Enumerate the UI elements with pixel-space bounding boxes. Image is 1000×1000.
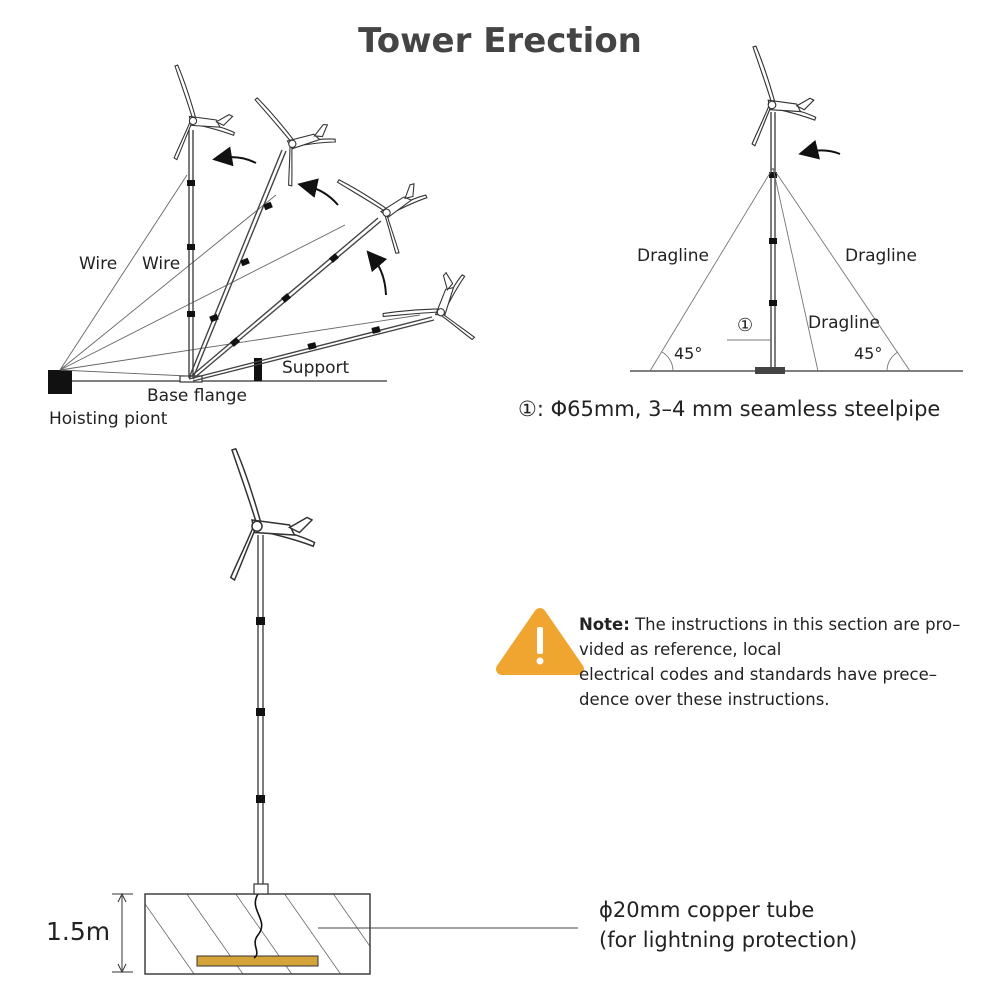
copper-tube-line-2: (for lightning protection) xyxy=(599,928,858,952)
copper-tube-label: ϕ20mm copper tube (for lightning protect… xyxy=(599,895,857,955)
wires xyxy=(59,174,421,377)
note-line-1: The instructions in this section are pro… xyxy=(629,615,961,634)
wire-label-1: Wire xyxy=(79,254,117,274)
warning-icon xyxy=(496,608,584,675)
support-label: Support xyxy=(282,358,350,378)
turbine-tilt-3 xyxy=(381,258,489,341)
pole-joints xyxy=(187,180,381,350)
installed-tower-diagram xyxy=(112,448,578,975)
note-text: Note: The instructions in this section a… xyxy=(579,612,979,712)
angle-right-label: 45° xyxy=(854,344,882,363)
pole-joints-bottom xyxy=(256,617,265,803)
support-post xyxy=(254,358,262,381)
turbine-tilt-2 xyxy=(335,142,444,256)
dragline-left-label: Dragline xyxy=(637,246,709,266)
dragline-diagram: Dragline Dragline Dragline 45° 45° ① xyxy=(630,45,963,374)
wire-label-2: Wire xyxy=(142,254,180,274)
base-flange-label: Base flange xyxy=(147,386,247,406)
copper-tube-line-1: ϕ20mm copper tube xyxy=(599,898,815,922)
steel-pipe-spec: ①: Φ65mm, 3–4 mm seamless steelpipe xyxy=(518,397,941,421)
dragline-inner-label: Dragline xyxy=(808,313,880,333)
note-line-2: vided as reference, local xyxy=(579,640,782,659)
base-plate xyxy=(755,367,785,374)
pipe-marker: ① xyxy=(737,315,753,336)
note-line-4: dence over these instructions. xyxy=(579,690,830,709)
turbine-installed xyxy=(230,448,316,581)
draglines xyxy=(649,167,911,372)
hoisting-diagram: Wire Wire Support Base flange Hoisting p… xyxy=(48,64,489,429)
turbine-upright xyxy=(751,45,817,147)
pole-joints-right xyxy=(769,172,777,306)
angle-left-label: 45° xyxy=(674,344,702,363)
note-line-3: electrical codes and standards have prec… xyxy=(579,665,938,684)
depth-dimension xyxy=(112,892,133,974)
ground-wire xyxy=(253,893,263,959)
turbine-vertical xyxy=(173,64,235,161)
rotation-arrow-right xyxy=(798,139,841,160)
hoisting-point-label: Hoisting piont xyxy=(49,409,168,429)
hoisting-point-block xyxy=(48,370,72,394)
dragline-right-label: Dragline xyxy=(845,246,917,266)
page-title: Tower Erection xyxy=(358,21,642,61)
depth-label: 1.5m xyxy=(46,917,111,946)
rotation-arrows xyxy=(212,146,388,296)
note-label: Note: xyxy=(579,615,630,634)
turbine-tilt-1 xyxy=(253,76,346,188)
copper-tube xyxy=(196,955,319,967)
